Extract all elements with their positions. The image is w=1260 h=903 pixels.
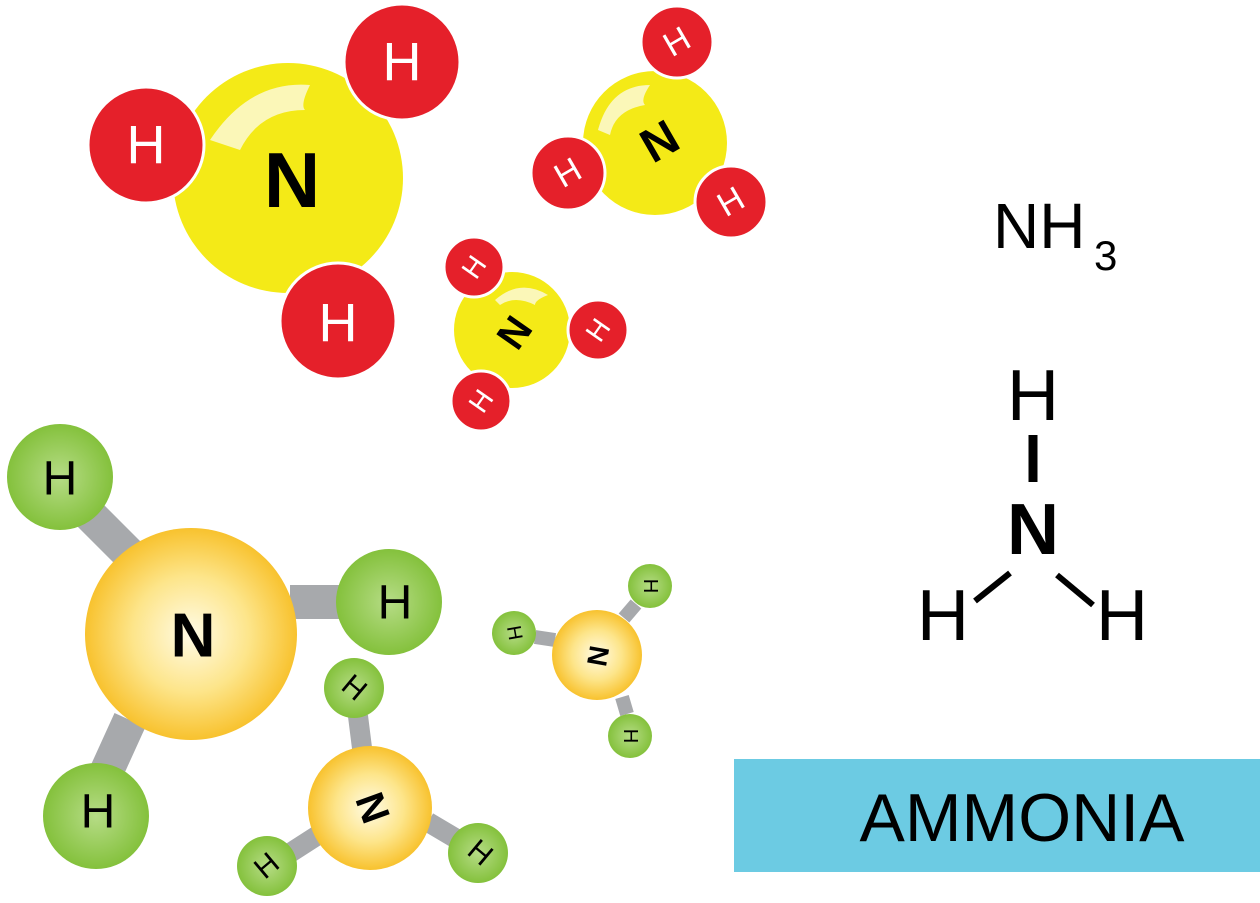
molecule-red-medium: N H H H (529, 4, 769, 240)
formula-subscript: 3 (1094, 232, 1117, 279)
formula-main: NH (993, 190, 1085, 262)
molecule-red-large: N H H H (86, 2, 462, 381)
chemical-formula: NH 3 (993, 190, 1117, 279)
banner-title: AMMONIA (860, 780, 1186, 856)
nitrogen-label: N (264, 136, 320, 224)
hydrogen-label: H (319, 293, 358, 353)
structural-h-top: H (1007, 356, 1059, 436)
hydrogen-label: H (383, 32, 422, 92)
hydrogen-label: H (619, 729, 641, 743)
structural-n-center: N (1007, 490, 1059, 570)
hydrogen-label: H (81, 786, 116, 839)
nitrogen-label: N (171, 602, 216, 671)
structural-formula: H N H H (917, 356, 1148, 656)
structural-h-left: H (917, 576, 969, 656)
hydrogen-label: H (639, 579, 661, 593)
hydrogen-label: H (502, 624, 526, 642)
molecule-green-small: N H H H (492, 564, 672, 758)
title-banner: AMMONIA (734, 759, 1260, 872)
structural-h-right: H (1096, 576, 1148, 656)
hydrogen-label: H (378, 577, 413, 630)
molecule-green-large: N H H H (7, 424, 442, 869)
hydrogen-label: H (127, 115, 166, 175)
hydrogen-label: H (43, 453, 78, 506)
molecule-green-medium: N H H H (237, 658, 508, 896)
molecule-red-small: N H H H (442, 235, 630, 433)
